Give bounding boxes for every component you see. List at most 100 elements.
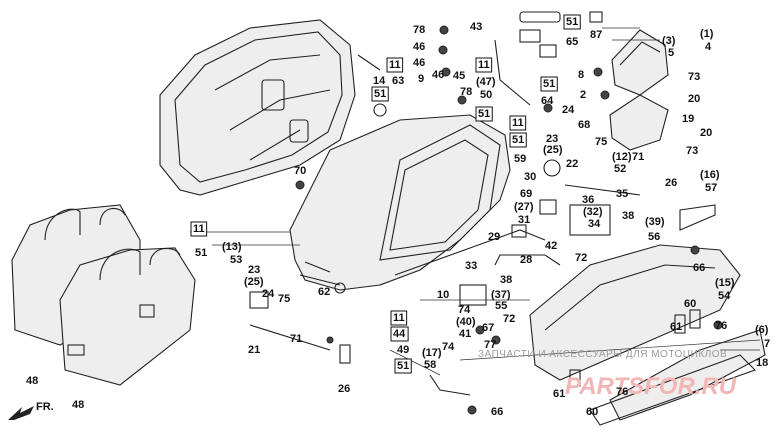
- part-number-46-label: 46: [413, 57, 425, 69]
- part-number-1-label: (1): [700, 28, 714, 40]
- watermark-brand: PARTSFOR.RU: [565, 373, 737, 400]
- part-number-54-label: 54: [718, 290, 731, 302]
- part-number-49-label: 49: [397, 344, 409, 356]
- part-number-box: [540, 76, 558, 92]
- watermark: ЗАПЧАСТИ И АКСЕССУАРЫ ДЛЯ МОТОЦИКЛОВ PAR…: [478, 349, 737, 400]
- part-number-45-label: 45: [453, 70, 465, 82]
- part-number-36-label: 36: [582, 194, 594, 206]
- part-number-10-label: 10: [437, 289, 449, 301]
- part-number-71-label: 71: [290, 333, 302, 345]
- part-number-32-label: (32): [583, 206, 603, 218]
- part-number-58-label: 58: [424, 359, 436, 371]
- part-number-75-label: 75: [278, 293, 290, 305]
- part-number-66-label: 66: [491, 406, 503, 418]
- part-number-68-label: 68: [578, 119, 590, 131]
- part-number-box: [190, 221, 208, 237]
- part-number-25-label: (25): [543, 144, 563, 156]
- part-number-box: [371, 86, 389, 102]
- part-number-78-label: 78: [460, 86, 472, 98]
- part-number-64-label: 64: [541, 95, 554, 107]
- part-number-60-label: 60: [684, 298, 696, 310]
- part-number-6-label: (6): [755, 324, 769, 336]
- part-number-22-label: 22: [566, 158, 578, 170]
- part-number-9-label: 9: [418, 73, 424, 85]
- part-number-57-label: 57: [705, 182, 717, 194]
- inner-bags: [11, 204, 196, 386]
- part-number-27-label: (27): [514, 201, 534, 213]
- part-number-11-label: 11: [393, 312, 405, 324]
- part-number-51-label: 51: [543, 78, 555, 90]
- part-number-73-label: 73: [686, 145, 698, 157]
- part-number-35-label: 35: [616, 188, 628, 200]
- part-number-72-label: 72: [575, 252, 587, 264]
- part-number-60-label: 60: [586, 406, 598, 418]
- part-number-75-label: 75: [595, 136, 607, 148]
- part-number-20-label: 20: [700, 127, 712, 139]
- part-number-51-label: 51: [566, 16, 578, 28]
- part-number-50-label: 50: [480, 89, 492, 101]
- part-number-55-label: 55: [495, 300, 507, 312]
- part-number-13-label: (13): [222, 241, 242, 253]
- part-number-box: [475, 57, 493, 73]
- part-number-48-label: 48: [26, 375, 38, 387]
- part-number-17-label: (17): [422, 347, 442, 359]
- part-number-box: [394, 358, 412, 374]
- part-number-23-label: 23: [248, 264, 260, 276]
- part-number-53-label: 53: [230, 254, 242, 266]
- part-number-box: [563, 14, 581, 30]
- part-number-8-label: 8: [578, 69, 584, 81]
- part-number-74-label: 74: [458, 304, 471, 316]
- part-number-26-label: 26: [338, 383, 350, 395]
- part-number-67-label: 67: [482, 322, 494, 334]
- part-number-box: [390, 326, 409, 342]
- direction-arrow: FR.: [8, 401, 54, 420]
- part-number-61-label: 61: [670, 321, 682, 333]
- part-number-15-label: (15): [715, 277, 735, 289]
- part-number-16-label: (16): [700, 169, 720, 181]
- part-number-20-label: 20: [688, 93, 700, 105]
- part-number-77-label: 77: [484, 339, 496, 351]
- part-number-48-label: 48: [72, 399, 84, 411]
- taillight-assembly: [593, 29, 669, 151]
- part-number-30-label: 30: [524, 171, 536, 183]
- part-number-66-label: 66: [693, 262, 705, 274]
- part-number-11-label: 11: [478, 59, 490, 71]
- part-number-78-label: 78: [413, 24, 425, 36]
- part-number-3-label: (3): [662, 35, 676, 47]
- part-number-19-label: 19: [682, 113, 694, 125]
- part-number-51-label: 51: [478, 108, 490, 120]
- part-number-76-label: 76: [715, 320, 727, 332]
- part-number-39-label: (39): [645, 216, 665, 228]
- part-number-18-label: 18: [756, 357, 768, 369]
- part-number-38-label: 38: [622, 210, 634, 222]
- part-number-63-label: 63: [392, 75, 404, 87]
- part-number-62-label: 62: [318, 286, 330, 298]
- part-number-box: [509, 132, 527, 148]
- part-number-43-label: 43: [470, 21, 482, 33]
- part-number-11-label: 11: [389, 59, 401, 71]
- part-number-24-label: 24: [562, 104, 575, 116]
- part-number-33-label: 33: [465, 260, 477, 272]
- part-number-11-label: 11: [512, 117, 524, 129]
- part-number-69-label: 69: [520, 188, 532, 200]
- part-number-26-label: 26: [665, 177, 677, 189]
- part-number-box: [509, 115, 527, 131]
- case-lid: [529, 244, 766, 426]
- part-callouts: (1) 4 (3) 5 87 65 51 43 78 46 46 46 14 6…: [26, 14, 770, 418]
- part-number-70-label: 70: [294, 165, 306, 177]
- part-number-5-label: 5: [668, 47, 674, 59]
- part-number-59-label: 59: [514, 153, 526, 165]
- part-number-12-label: (12): [612, 151, 632, 163]
- part-number-4-label: 4: [705, 41, 712, 53]
- part-number-46-label: 46: [432, 69, 444, 81]
- part-number-31-label: 31: [518, 214, 530, 226]
- part-number-37-label: (37): [491, 289, 511, 301]
- part-number-51-label: 51: [374, 88, 386, 100]
- part-number-38-label: 38: [500, 274, 512, 286]
- part-number-41-label: 41: [459, 328, 471, 340]
- part-number-47-label: (47): [476, 76, 496, 88]
- part-number-2-label: 2: [580, 89, 586, 101]
- part-number-23-label: 23: [546, 133, 558, 145]
- part-number-74-label: 74: [442, 341, 455, 353]
